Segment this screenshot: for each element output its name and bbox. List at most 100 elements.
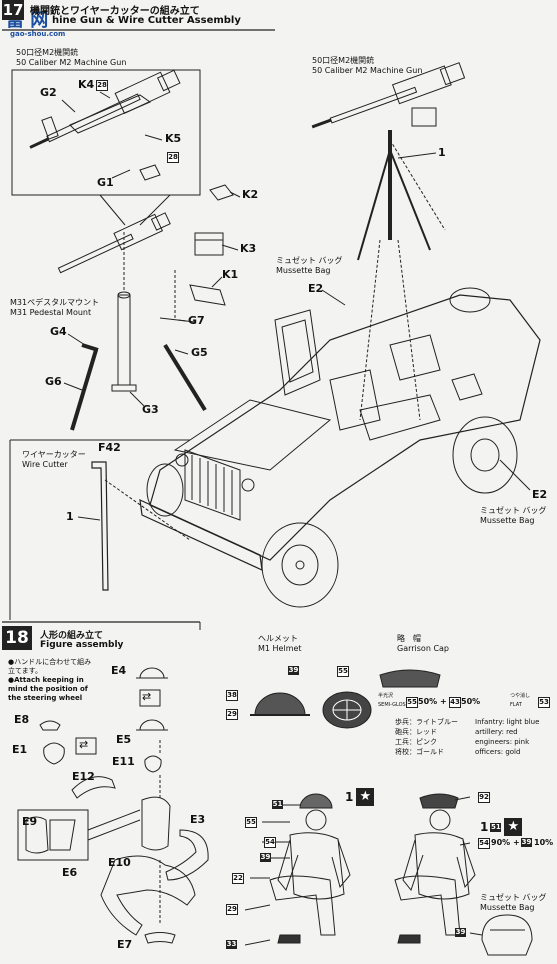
part-e10: E10	[108, 856, 131, 869]
part-k5: K5	[165, 132, 182, 145]
step17-title-jp: 機関銃とワイヤーカッターの組み立て	[30, 6, 200, 17]
step18-title-jp: 人形の組み立て	[40, 631, 104, 641]
cap-mix-pct1: 50%	[418, 697, 438, 706]
pedestal-label-en: M31 Pedestal Mount	[10, 308, 92, 317]
bag3-label-en: Mussette Bag	[480, 903, 535, 912]
decal-51: 51	[490, 822, 502, 832]
watermark-url: gao-shou.com	[10, 30, 66, 38]
color-54a: 54	[264, 837, 276, 848]
step18-number: 18	[2, 626, 32, 650]
cutter-label-jp: ワイヤーカッター	[22, 450, 86, 459]
star-icon: ★	[504, 818, 523, 836]
part-e6: E6	[62, 866, 78, 879]
bag-label-jp: ミュゼット バッグ	[276, 256, 343, 265]
part-e11: E11	[112, 755, 135, 768]
steering-note: ●ハンドルに合わせて組み立てます。 ●Attach keeping in min…	[8, 658, 98, 703]
mix2-pct2: 10%	[534, 838, 554, 847]
part-g3: G3	[142, 403, 159, 416]
mix2-plus: +	[513, 838, 520, 847]
color-39a: 39	[288, 666, 299, 675]
bag2-label-en: Mussette Bag	[480, 516, 535, 525]
branch-row: 工兵：ピンク engineers: pink	[395, 737, 555, 747]
part-g6: G6	[45, 375, 62, 388]
bag3-label-jp: ミュゼット バッグ	[480, 893, 547, 902]
mix2-pct1: 90%	[491, 838, 511, 847]
color-29a: 29	[226, 709, 238, 720]
part-g5: G5	[191, 346, 208, 359]
branch-jp: 歩兵：ライトブルー	[395, 718, 458, 726]
helmet-label-jp: ヘルメット	[258, 634, 298, 643]
cap-label-jp: 略 帽	[397, 634, 421, 643]
steering-note-jp: ●ハンドルに合わせて組み立てます。	[8, 658, 92, 675]
arrow-icon-1: ⇄	[142, 690, 152, 703]
part-e12: E12	[72, 770, 95, 783]
bag2-label-jp: ミュゼット バッグ	[480, 506, 547, 515]
part-f42: F42	[98, 441, 121, 454]
mg-label-en: 50 Caliber M2 Machine Gun	[16, 58, 127, 67]
part-g7: G7	[188, 314, 205, 327]
branch-jp: 砲兵：レッド	[395, 728, 437, 736]
color-39d: 39	[455, 928, 466, 937]
step17-title-en: hine Gun & Wire Cutter Assembly	[52, 15, 241, 26]
helmet-label-en: M1 Helmet	[258, 644, 302, 653]
color-29b: 29	[226, 904, 238, 915]
branch-jp: 工兵：ピンク	[395, 738, 437, 746]
cap-mix-plus: +	[440, 697, 447, 706]
color-43: 43	[449, 697, 461, 708]
color-55c: 55	[245, 817, 257, 828]
star-decal-2: 1 51 ★	[480, 818, 523, 836]
cap-mix-pct2: 50%	[461, 697, 481, 706]
part-e8: E8	[14, 713, 30, 726]
part-1-tripod: 1	[438, 146, 446, 159]
part-k3: K3	[240, 242, 257, 255]
color-55a: 55	[337, 666, 349, 677]
color-28b: 28	[167, 152, 179, 163]
branch-row: 砲兵：レッド artillery: red	[395, 727, 555, 737]
mg-label2-jp: 50口径M2機関銃	[312, 56, 375, 65]
branch-en: Infantry: light blue	[475, 718, 540, 726]
part-g4: G4	[50, 325, 67, 338]
branch-jp: 将校：ゴールド	[395, 748, 444, 756]
mg-label2-en: 50 Caliber M2 Machine Gun	[312, 66, 423, 75]
color-38: 38	[226, 690, 238, 701]
part-k2: K2	[242, 188, 259, 201]
part-e2b: E2	[532, 488, 548, 501]
cutter-label-en: Wire Cutter	[22, 460, 68, 469]
branch-en: officers: gold	[475, 748, 521, 756]
star-decal-1: 1 ★	[345, 788, 375, 806]
step17-number: 17	[2, 0, 24, 20]
color-51a: 51	[272, 800, 283, 809]
color-33: 33	[226, 940, 237, 949]
part-g1: G1	[97, 176, 114, 189]
color-39c: 39	[521, 838, 532, 847]
color-55b: 55	[406, 697, 418, 708]
arrow-icon-2: ⇄	[79, 738, 89, 751]
branch-en: artillery: red	[475, 728, 518, 736]
part-e2a: E2	[308, 282, 324, 295]
bag-label-en: Mussette Bag	[276, 266, 331, 275]
color-28a: 28	[96, 80, 108, 91]
color-92: 92	[478, 792, 490, 803]
color-39b: 39	[260, 853, 271, 862]
star-num-2: 1	[480, 820, 489, 834]
part-e4: E4	[111, 664, 127, 677]
part-e9: E9	[22, 815, 38, 828]
step18-title-en: Figure assembly	[40, 640, 124, 650]
color-22: 22	[232, 873, 244, 884]
part-k4: K4	[78, 78, 95, 91]
part-e1: E1	[12, 743, 28, 756]
cap-label-en: Garrison Cap	[397, 644, 450, 653]
part-e5: E5	[116, 733, 132, 746]
color-54b: 54	[478, 838, 490, 849]
branch-row: 将校：ゴールド officers: gold	[395, 747, 555, 757]
pedestal-label-jp: M31ペデスタルマウント	[10, 298, 100, 307]
mg-label-jp: 50口径M2機関銃	[16, 48, 79, 57]
color-53: 53	[538, 697, 550, 708]
branch-en: engineers: pink	[475, 738, 530, 746]
part-e7: E7	[117, 938, 133, 951]
branch-colors-list: 歩兵：ライトブルー Infantry: light blue 砲兵：レッド ar…	[395, 717, 555, 757]
part-k1: K1	[222, 268, 239, 281]
